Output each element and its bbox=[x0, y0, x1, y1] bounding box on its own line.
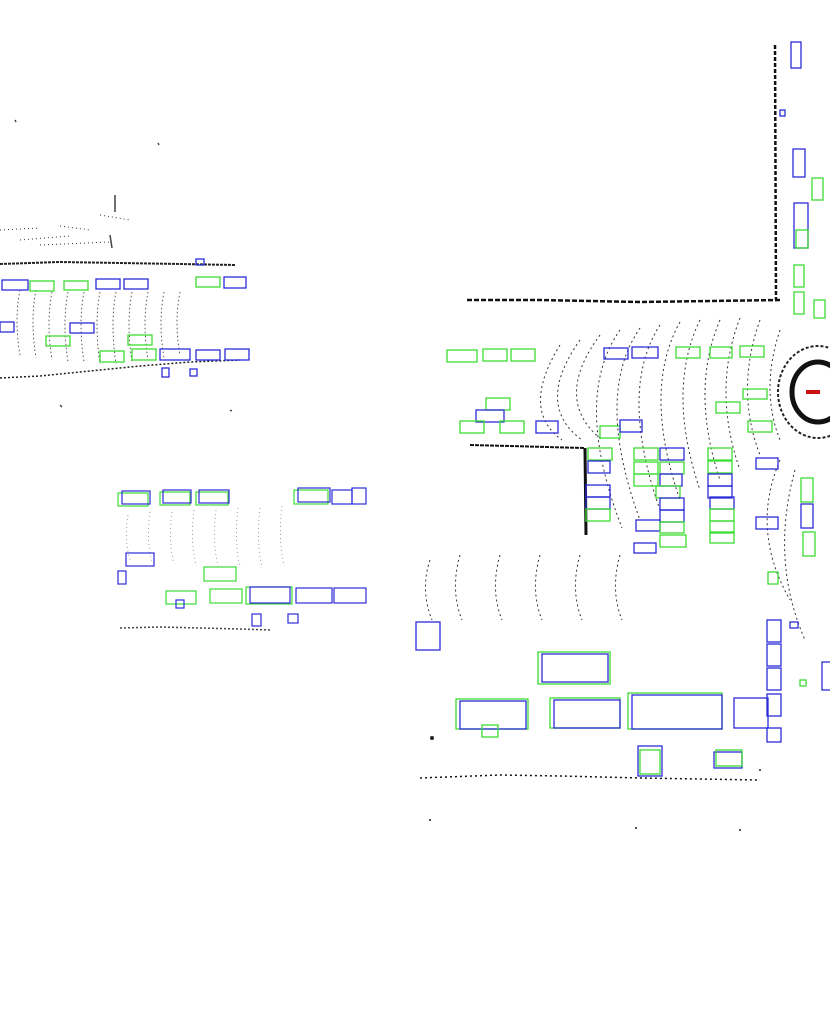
road-edge-points bbox=[0, 119, 241, 412]
right-intersection-panel bbox=[415, 41, 830, 831]
bounding-boxes bbox=[415, 41, 830, 777]
left-upper-lidar-panel bbox=[0, 119, 250, 412]
bounding-boxes bbox=[117, 487, 367, 627]
left-lower-lidar-panel bbox=[117, 487, 367, 631]
ego-vehicle-ring bbox=[777, 345, 830, 439]
lidar-scan-arcs bbox=[126, 505, 285, 569]
ground-points bbox=[119, 626, 271, 631]
bounding-boxes bbox=[0, 258, 250, 378]
scattered-points bbox=[429, 736, 761, 831]
lidar-scan-arcs bbox=[16, 289, 181, 365]
building-edge-points bbox=[419, 44, 781, 781]
ego-marker bbox=[806, 390, 820, 394]
lidar-scan-arcs bbox=[425, 317, 806, 641]
